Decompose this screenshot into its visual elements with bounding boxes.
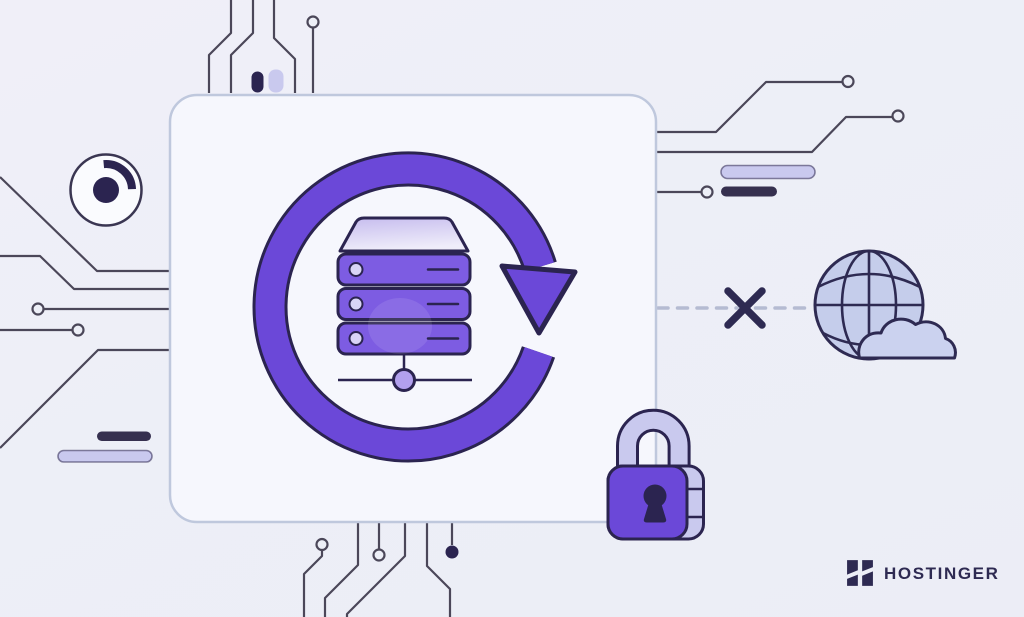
circuit-traces-bottom	[302, 521, 459, 617]
trace-terminal-filled-icon	[445, 545, 459, 559]
hostinger-logo-mark-icon	[847, 560, 873, 586]
circuit-traces-top-right	[656, 74, 905, 199]
circuit-traces-top-left	[207, 0, 320, 93]
arrowhead-icon	[499, 263, 578, 336]
trace-terminal-icon	[315, 537, 329, 552]
server-led-icon	[348, 296, 364, 312]
server-led-icon	[348, 331, 364, 346]
trace-terminal-icon	[891, 109, 905, 123]
hostinger-logo-text: HOSTINGER	[884, 563, 1000, 583]
network-node	[338, 354, 472, 392]
refresh-arrow-icon	[252, 151, 578, 463]
server-stack-icon	[336, 216, 472, 392]
trace-terminal-icon	[31, 302, 45, 316]
data-pill-dark-icon	[721, 186, 777, 197]
hostinger-logo: HOSTINGER	[846, 556, 999, 590]
server-led-icon	[348, 262, 364, 277]
keyhole-icon	[643, 484, 667, 523]
trace-terminal-icon	[841, 74, 855, 89]
lens-icon	[69, 153, 143, 227]
trace-terminal-icon	[372, 548, 386, 562]
cloud-icon	[857, 317, 957, 360]
circuit-traces-left	[0, 176, 170, 463]
padlock-icon	[606, 408, 705, 541]
chip-pin-dark-icon	[251, 71, 264, 93]
trace-terminal-icon	[700, 185, 714, 199]
data-pill-light-icon	[720, 164, 816, 180]
chip-pin-light-icon	[268, 69, 284, 93]
data-pill-light-icon	[57, 449, 153, 463]
trace-terminal-icon	[71, 323, 85, 337]
data-pill-dark-icon	[97, 431, 151, 441]
trace-terminal-icon	[306, 15, 320, 29]
x-mark-icon	[724, 287, 766, 329]
